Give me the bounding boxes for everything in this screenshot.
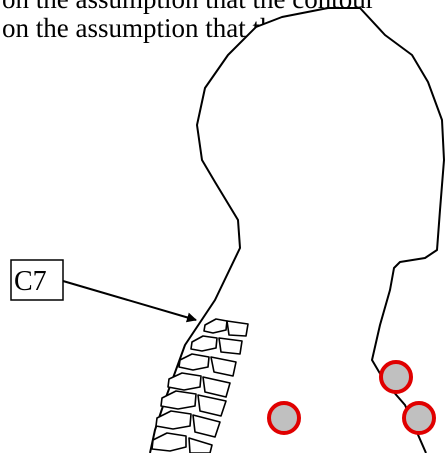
marker-1 xyxy=(381,362,411,392)
marker-3 xyxy=(404,403,434,433)
pointer-arrow xyxy=(63,281,196,320)
label-text: C7 xyxy=(14,266,47,297)
marker-2 xyxy=(269,403,299,433)
